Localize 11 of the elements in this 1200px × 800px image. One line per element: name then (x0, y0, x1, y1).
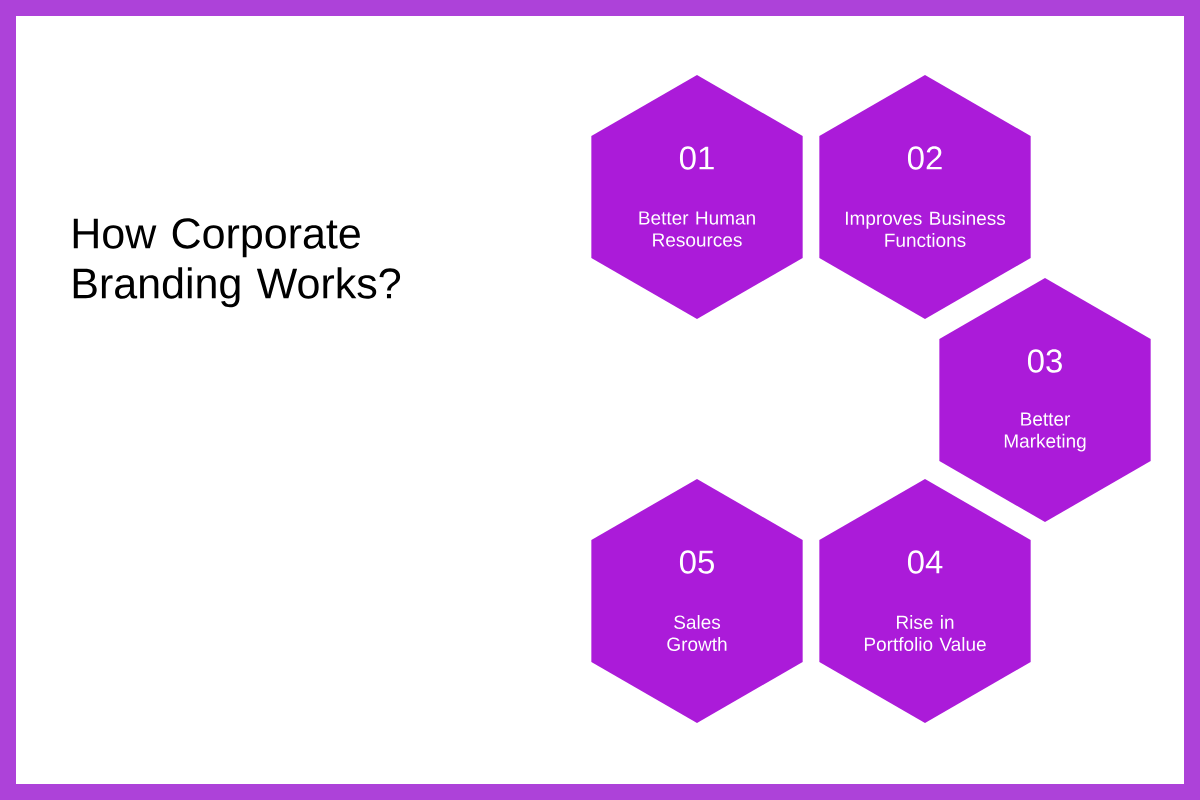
step-number: 04 (907, 550, 943, 574)
step-number: 03 (1027, 349, 1062, 373)
step-number: 02 (907, 146, 942, 170)
step-number: 01 (679, 146, 714, 170)
step-number: 05 (679, 550, 714, 574)
title: How Corporate Branding Works? (73, 218, 401, 308)
step-label: Sales Growth (667, 615, 727, 651)
step-label: Rise in Portfolio Value (864, 615, 986, 651)
step-label: Better Marketing (1004, 412, 1086, 452)
step-label: Improves Business Functions (846, 211, 1006, 247)
step-label: Better Human Resources (639, 211, 755, 247)
